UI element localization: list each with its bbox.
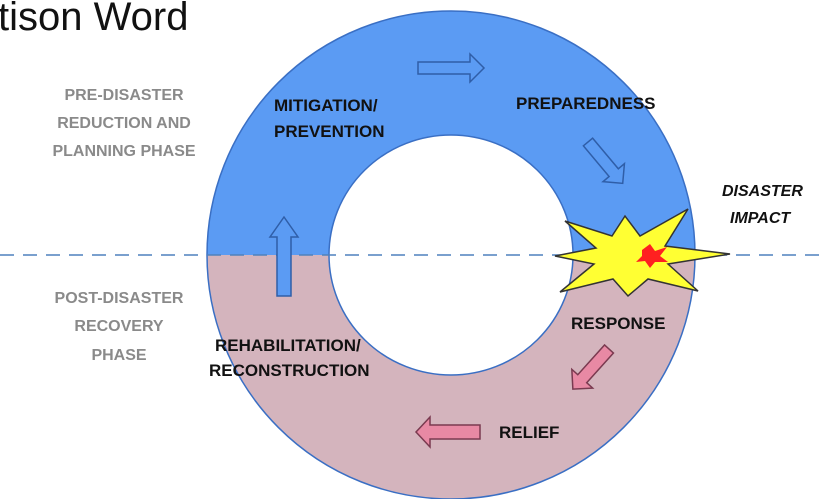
- svg-text:REDUCTION AND: REDUCTION AND: [57, 115, 191, 132]
- response-label: RESPONSE: [571, 314, 665, 333]
- svg-text:MITIGATION/: MITIGATION/: [274, 96, 378, 115]
- post-disaster-phase-label: POST-DISASTER RECOVERY PHASE: [55, 290, 184, 364]
- relief-label: RELIEF: [499, 423, 559, 442]
- arrow-icon-relief-to-rehabilitation: [414, 415, 481, 449]
- svg-text:RECONSTRUCTION: RECONSTRUCTION: [209, 361, 370, 380]
- explosion-burst-icon: [554, 208, 731, 298]
- svg-text:RECOVERY: RECOVERY: [74, 318, 164, 335]
- svg-text:IMPACT: IMPACT: [730, 210, 791, 227]
- pre-disaster-ring-segment: [206, 10, 696, 255]
- svg-text:PRE-DISASTER: PRE-DISASTER: [64, 87, 184, 104]
- arrow-icon-rehabilitation-to-mitigation: [268, 215, 300, 297]
- svg-text:REHABILITATION/: REHABILITATION/: [215, 336, 361, 355]
- arrow-icon-response-to-relief: [570, 343, 615, 390]
- arrow-icon-preparedness-to-impact: [582, 137, 626, 185]
- svg-text:PLANNING PHASE: PLANNING PHASE: [52, 143, 195, 160]
- header-partial-text: tison Word: [0, 0, 188, 39]
- svg-text:PREVENTION: PREVENTION: [274, 122, 385, 141]
- post-disaster-ring-segment: [206, 255, 696, 499]
- svg-text:POST-DISASTER: POST-DISASTER: [55, 290, 184, 307]
- svg-text:PHASE: PHASE: [91, 347, 146, 364]
- arrow-icon-mitigation-to-preparedness: [417, 52, 486, 84]
- rehabilitation-reconstruction-label: REHABILITATION/ RECONSTRUCTION: [209, 336, 370, 380]
- svg-text:DISASTER: DISASTER: [722, 183, 803, 200]
- pre-disaster-phase-label: PRE-DISASTER REDUCTION AND PLANNING PHAS…: [52, 87, 195, 160]
- disaster-impact-label: DISASTER IMPACT: [722, 183, 803, 227]
- preparedness-label: PREPAREDNESS: [516, 94, 656, 113]
- mitigation-prevention-label: MITIGATION/ PREVENTION: [274, 96, 385, 141]
